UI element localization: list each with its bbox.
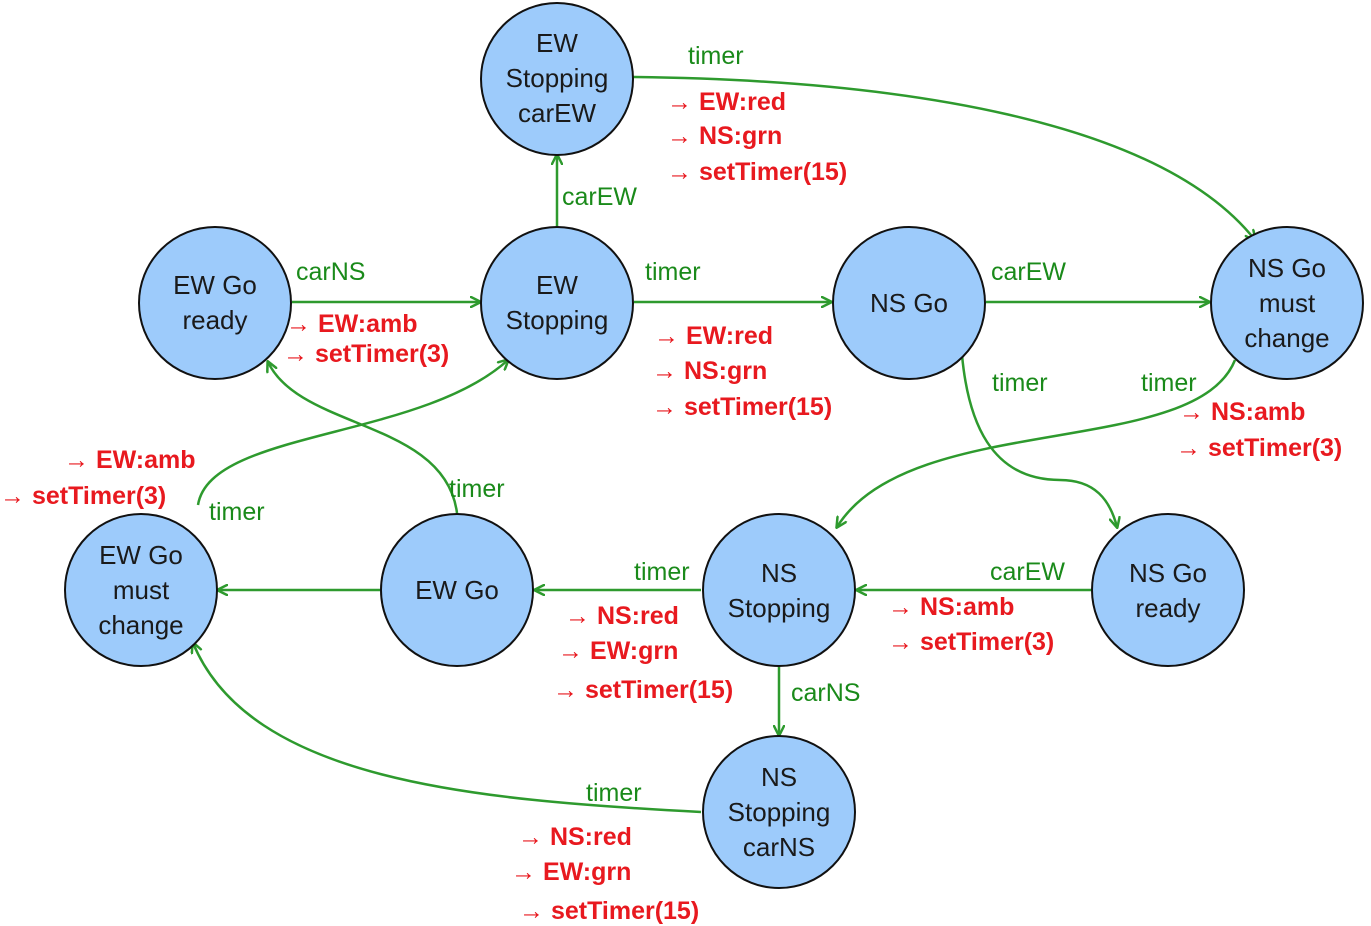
- action-label: → setTimer(3): [0, 482, 166, 510]
- state-ns-stopping-carns: NS Stopping carNS: [702, 735, 856, 889]
- action-label: → EW:grn: [558, 637, 678, 665]
- state-label-line: EW: [536, 28, 578, 58]
- state-label-line: EW Go: [415, 575, 499, 605]
- edge-path: [268, 362, 459, 514]
- action-label: → EW:amb: [286, 310, 418, 338]
- event-label: timer: [688, 42, 744, 70]
- event-label: carEW: [562, 183, 637, 211]
- action-label: → NS:red: [565, 602, 679, 630]
- action-label: → NS:amb: [1179, 398, 1305, 426]
- state-label-line: NS: [761, 558, 797, 588]
- edge-carew-to-nsgomustchange: [632, 75, 1255, 240]
- event-label: carNS: [296, 258, 365, 286]
- state-label-line: NS Go: [1129, 558, 1207, 588]
- event-label: timer: [1141, 369, 1197, 397]
- event-label: carEW: [991, 258, 1066, 286]
- edge-nsstoppingcarns-to-ewgomustchange: [193, 643, 702, 814]
- state-ew-stopping-carew: EW Stopping carEW: [480, 2, 634, 156]
- action-label: → NS:grn: [667, 122, 782, 150]
- state-ns-stopping: NS Stopping: [702, 513, 856, 667]
- state-label-line: NS Go: [870, 288, 948, 318]
- state-ns-go-ready: NS Go ready: [1091, 513, 1245, 667]
- action-label: → setTimer(15): [667, 158, 847, 186]
- action-label: → setTimer(15): [652, 393, 832, 421]
- edge-ewgomustchange-to-ewstopping: [196, 360, 508, 506]
- state-ew-go-ready: EW Go ready: [138, 226, 292, 380]
- state-label-line: EW Go: [99, 540, 183, 570]
- edge-path: [193, 643, 702, 814]
- state-label-line: EW Go: [173, 270, 257, 300]
- edge-path: [632, 75, 1255, 240]
- event-label: timer: [992, 369, 1048, 397]
- state-label-line: Stopping: [728, 593, 831, 623]
- action-label: → EW:red: [654, 322, 773, 350]
- state-label-line: must: [1259, 288, 1316, 318]
- state-ew-go-must-change: EW Go must change: [64, 513, 218, 667]
- event-label: timer: [645, 258, 701, 286]
- edge-nsgomustchange-to-nsstopping: [837, 359, 1237, 527]
- event-label: timer: [586, 779, 642, 807]
- state-ew-go: EW Go: [380, 513, 534, 667]
- action-label: → setTimer(15): [553, 676, 733, 704]
- action-label: → setTimer(15): [519, 897, 699, 925]
- event-label: timer: [449, 475, 505, 503]
- state-label-line: change: [98, 610, 183, 640]
- event-label: timer: [209, 498, 265, 526]
- state-label-line: Stopping: [506, 63, 609, 93]
- edge-path: [196, 360, 508, 506]
- event-label: timer: [634, 558, 690, 586]
- state-label-line: ready: [1135, 593, 1200, 623]
- state-label-line: Stopping: [728, 797, 831, 827]
- state-label-line: must: [113, 575, 170, 605]
- state-label-line: ready: [182, 305, 247, 335]
- state-label-line: NS: [761, 762, 797, 792]
- action-label: → setTimer(3): [888, 628, 1054, 656]
- action-label: → EW:grn: [511, 858, 631, 886]
- action-label: → NS:amb: [888, 593, 1014, 621]
- state-label-line: EW: [536, 270, 578, 300]
- state-ns-go-must-change: NS Go must change: [1210, 226, 1364, 380]
- edge-ewgo-to-ewgoready: [268, 362, 459, 514]
- action-label: → NS:grn: [652, 357, 767, 385]
- action-label: → setTimer(3): [283, 340, 449, 368]
- state-label-line: carNS: [743, 832, 815, 862]
- action-label: → EW:red: [667, 88, 786, 116]
- event-label: carNS: [791, 679, 860, 707]
- action-label: → EW:amb: [64, 446, 196, 474]
- edge-nsgo-to-nsgoready: [960, 354, 1117, 527]
- edge-path: [837, 359, 1237, 527]
- state-label-line: change: [1244, 323, 1329, 353]
- state-label-line: NS Go: [1248, 253, 1326, 283]
- action-label: → NS:red: [518, 823, 632, 851]
- state-ew-stopping: EW Stopping: [480, 226, 634, 380]
- event-label: carEW: [990, 558, 1065, 586]
- state-label-line: Stopping: [506, 305, 609, 335]
- state-label-line: carEW: [518, 98, 596, 128]
- action-label: → setTimer(3): [1176, 434, 1342, 462]
- edge-path: [960, 354, 1117, 527]
- state-ns-go: NS Go: [832, 226, 986, 380]
